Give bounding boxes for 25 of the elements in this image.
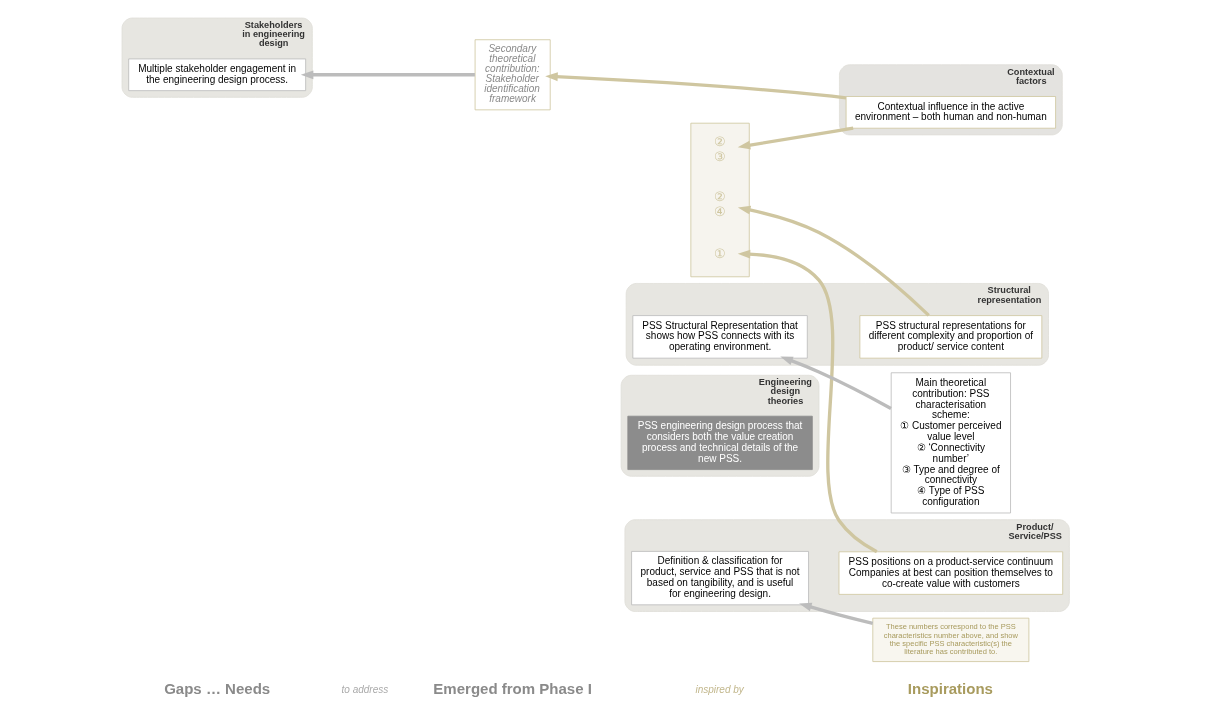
node-box: PSS Structural Representation that shows how PSS connects with its operating environment. [632,315,808,359]
node-box: Main theoretical contribution: PSS characterisation scheme: ① Customer perceived value level ② ‘Connectivity number’ ③ Type and degree of connectivity ④ Type of PSS configuration [890,372,1011,514]
node-text: ① [714,246,727,262]
node-box: PSS engineering design process that considers both the value creation process and technical details of the new PSS. [627,415,813,470]
label: Inspirations [907,680,993,698]
arrow [545,72,847,100]
arrow [300,70,475,80]
arrow [737,249,878,554]
node-box: These numbers correspond to the PSS characteristics number above, and show the specific PSS characteristic(s) the literature has contributed to. [872,617,1030,662]
node-text: ② ③ [714,133,727,164]
node-box: Secondary theoretical contribution: Stakeholder identification framework [474,39,551,111]
arrow [780,356,892,410]
node-box: Definition & classification for product, service and PSS that is not based on tangibility, and is useful for engineering design. [631,550,809,606]
arrow [737,126,854,150]
node-box: PSS structural representations for different complexity and proportion of product/ service content [859,315,1043,359]
node-text: ② ④ [714,188,727,219]
label: inspired by [695,684,744,696]
label: Gaps … Needs [164,680,271,698]
node-box: Multiple stakeholder engagement in the engineering design process. [128,58,307,92]
label: Emerged from Phase I [433,680,592,698]
node-box: Contextual influence in the active environment – both human and non-human [845,96,1057,129]
arrow [799,602,874,625]
arrow [737,205,930,317]
node-box: PSS positions on a product-service continuum Companies at best can position themselves to co-create value with customers [838,551,1064,595]
label: to address [341,684,389,696]
